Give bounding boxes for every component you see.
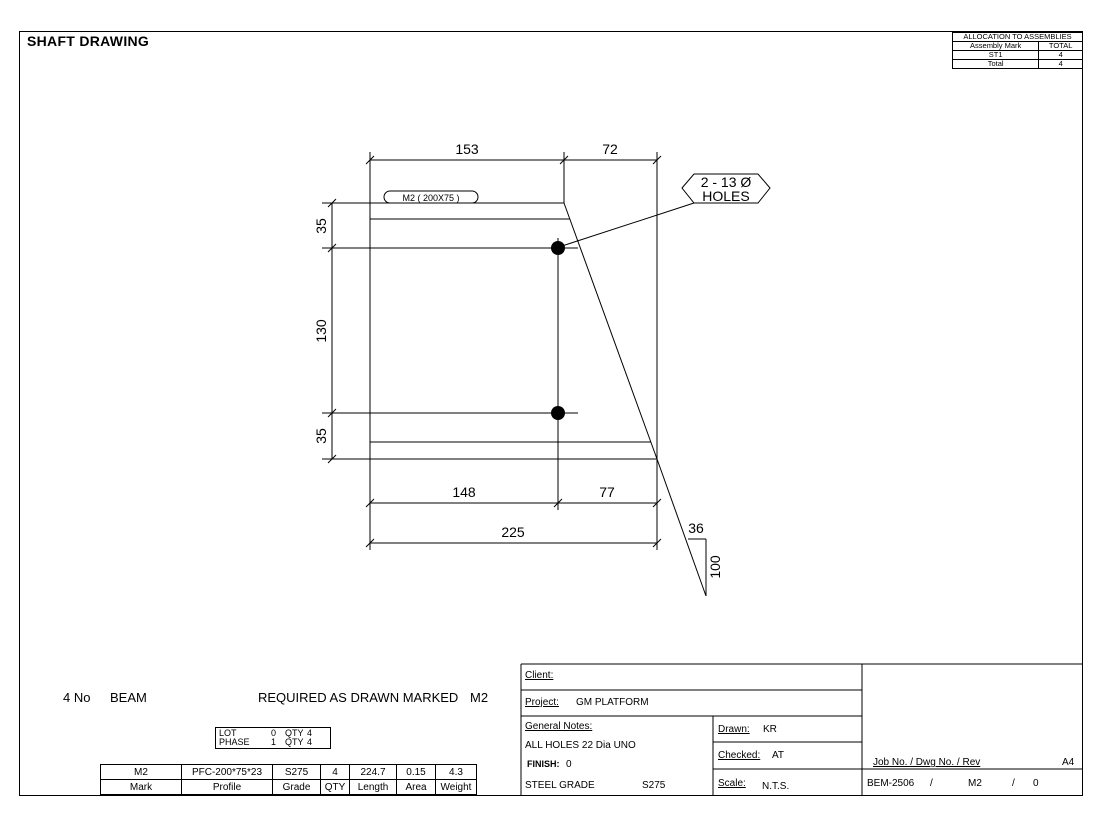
dim-tick xyxy=(652,155,662,165)
dim-tick xyxy=(365,155,375,165)
hole-callout-line2: HOLES xyxy=(702,188,749,204)
req-qty: 4 No xyxy=(63,690,91,705)
phase-qty-value: 4 xyxy=(307,737,313,747)
scale-value: N.T.S. xyxy=(762,781,790,792)
project-value: GM PLATFORM xyxy=(576,697,649,708)
notes-label: General Notes: xyxy=(525,721,593,732)
drawing-title: SHAFT DRAWING xyxy=(27,33,150,49)
notes-line: ALL HOLES 22 Dia UNO xyxy=(525,740,636,751)
hole-leader xyxy=(561,202,695,247)
header-weight: Weight xyxy=(435,779,477,795)
req-text: REQUIRED AS DRAWN MARKED xyxy=(258,690,459,705)
dim-tick xyxy=(652,538,662,548)
slope-hypotenuse xyxy=(656,458,707,597)
dim-text-left-mid: 130 xyxy=(313,319,329,343)
lot-label: LOT xyxy=(219,728,237,738)
slope-rise-text: 100 xyxy=(707,555,723,579)
dwg-no: M2 xyxy=(968,778,982,789)
dim-text-bottom-right: 77 xyxy=(599,484,615,500)
dim-tick xyxy=(365,498,375,508)
drawing-frame xyxy=(19,31,1083,796)
dim-tick xyxy=(652,498,662,508)
allocation-total-value: 4 xyxy=(1038,59,1083,69)
dim-text-left-bottom: 35 xyxy=(313,428,329,444)
header-area: Area xyxy=(396,779,436,795)
dim-text-bottom-left: 148 xyxy=(452,484,476,500)
rev-no: 0 xyxy=(1033,778,1039,789)
plate-sloped-edge xyxy=(563,202,658,460)
dim-tick xyxy=(327,454,337,464)
drawn-value: KR xyxy=(763,724,777,735)
phase-value: 1 xyxy=(271,737,277,747)
dim-tick xyxy=(365,538,375,548)
dim-tick xyxy=(327,408,337,418)
client-label: Client: xyxy=(525,670,554,681)
checked-label: Checked: xyxy=(718,750,761,761)
lot-qty-value: 4 xyxy=(307,728,313,738)
header-profile: Profile xyxy=(181,779,273,795)
phase-label: PHASE xyxy=(219,737,250,747)
finish-label: FINISH: xyxy=(527,759,560,769)
scale-label: Scale: xyxy=(718,778,746,789)
mark-tag xyxy=(383,190,479,204)
dim-text-total: 225 xyxy=(501,524,525,540)
dim-text-left-top: 35 xyxy=(313,218,329,234)
sheet-size: A4 xyxy=(1062,757,1075,768)
dim-tick xyxy=(559,155,569,165)
parts-table: M2 PFC-200*75*23 S275 4 224.7 0.15 4.3 M… xyxy=(100,764,477,795)
allocation-total-label: Total xyxy=(951,59,1040,69)
slope-run-text: 36 xyxy=(688,520,704,536)
dim-tick xyxy=(553,498,563,508)
bolt-hole-upper xyxy=(551,241,565,255)
dim-tick xyxy=(327,243,337,253)
bolt-hole-lower xyxy=(551,406,565,420)
finish-value: 0 xyxy=(566,759,572,770)
job-no: BEM-2506 xyxy=(867,778,915,789)
table-header-row: Mark Profile Grade QTY Length Area Weigh… xyxy=(100,779,477,795)
req-mark: M2 xyxy=(470,690,489,705)
drawn-label: Drawn: xyxy=(718,724,750,735)
job-header: Job No. / Dwg No. / Rev xyxy=(873,757,981,768)
steel-grade-label: STEEL GRADE xyxy=(525,780,595,791)
dim-text-top-right: 72 xyxy=(602,141,618,157)
project-label: Project: xyxy=(525,697,559,708)
job-separator: / xyxy=(930,778,933,789)
table-row: M2 PFC-200*75*23 S275 4 224.7 0.15 4.3 xyxy=(100,764,477,780)
req-type: BEAM xyxy=(110,690,147,705)
lot-qty-label: QTY xyxy=(285,728,304,738)
dwg-separator: / xyxy=(1012,778,1015,789)
dim-tick xyxy=(327,198,337,208)
dim-text-top-left: 153 xyxy=(455,141,479,157)
allocation-table: ALLOCATION TO ASSEMBLIES Assembly Mark T… xyxy=(951,32,1083,69)
steel-grade-value: S275 xyxy=(642,780,666,791)
mark-tag-text: M2 ( 200X75 ) xyxy=(402,193,459,203)
hole-callout-line1: 2 - 13 Ø xyxy=(701,174,752,190)
checked-value: AT xyxy=(772,750,785,761)
phase-qty-label: QTY xyxy=(285,737,304,747)
lot-value: 0 xyxy=(271,728,277,738)
